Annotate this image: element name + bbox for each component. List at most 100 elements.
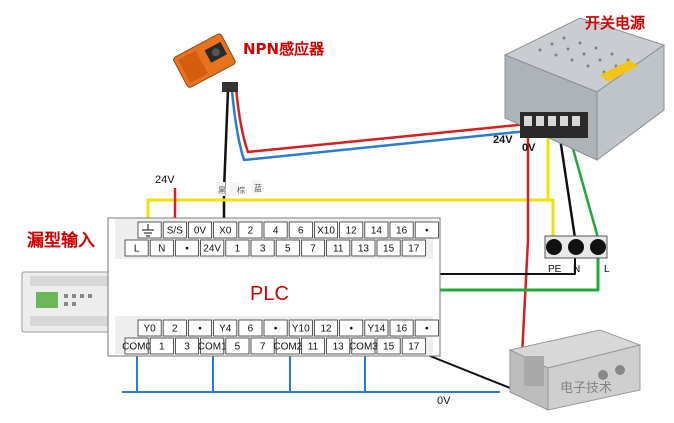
psu-0v-label: 0V xyxy=(522,142,536,154)
input-top-terminal-3 xyxy=(213,221,238,239)
input-top-terminal-10 xyxy=(389,221,414,239)
psu-black-wire xyxy=(558,137,577,239)
output-top-terminal-4 xyxy=(238,319,263,337)
leakage-input-label: 漏型输入 xyxy=(27,230,95,251)
ac-terminal-block xyxy=(544,235,608,259)
input-bottom-terminal-0 xyxy=(124,239,149,257)
input-top-terminal-1 xyxy=(162,221,187,239)
output-top-terminal-label: 12 xyxy=(320,324,332,335)
output-bottom-terminal-label: 17 xyxy=(408,342,420,353)
sensor-blue-wire xyxy=(230,89,556,162)
input-bottom-terminal-label: 3 xyxy=(260,244,266,255)
input-top-terminal-8 xyxy=(339,221,364,239)
output-bottom-terminal-label: COM0 xyxy=(122,342,151,353)
input-bottom-terminal-label: • xyxy=(185,244,189,255)
output-bottom-terminal-5 xyxy=(250,337,275,355)
v24-top-label: 24V xyxy=(155,174,175,186)
input-bottom-terminal-2 xyxy=(174,239,199,257)
output-top-terminal-5 xyxy=(263,319,288,337)
input-top-terminal-label: 6 xyxy=(298,226,304,237)
output-top-terminal-3 xyxy=(213,319,238,337)
output-top-terminal-10 xyxy=(389,319,414,337)
input-bottom-terminal-label: 13 xyxy=(358,244,370,255)
input-top-terminal-7 xyxy=(313,221,338,239)
output-bottom-terminal-label: 15 xyxy=(383,342,395,353)
output-bottom-terminal-label: COM3 xyxy=(349,342,378,353)
input-top-terminal-label: 0V xyxy=(194,226,207,237)
input-bottom-terminal-label: 15 xyxy=(383,244,395,255)
input-bottom-terminal-6 xyxy=(275,239,300,257)
plc-label: PLC xyxy=(250,283,289,305)
input-bottom-terminal-label: 17 xyxy=(408,244,420,255)
input-bottom-terminal-5 xyxy=(250,239,275,257)
plc-photo xyxy=(21,271,117,333)
input-bottom-terminal-9 xyxy=(351,239,376,257)
sensor-black-wire xyxy=(222,89,230,236)
input-top-terminal-label: S/S xyxy=(167,226,183,237)
wire-label-black: 黑 xyxy=(218,186,226,195)
output-top-terminal-label: Y14 xyxy=(368,324,386,335)
input-top-terminal-4 xyxy=(238,221,263,239)
sensor-brown-wire xyxy=(234,87,549,154)
output-top-terminal-1 xyxy=(162,319,187,337)
output-bottom-terminal-label: 13 xyxy=(333,342,345,353)
n-label: N xyxy=(573,264,580,275)
output-top-terminal-2 xyxy=(187,319,212,337)
output-top-terminal-0 xyxy=(137,319,162,337)
output-top-terminal-8 xyxy=(339,319,364,337)
input-top-terminal-label: X0 xyxy=(219,226,232,237)
watermark: 电子技术 xyxy=(560,381,612,396)
input-top-terminal-5 xyxy=(263,221,288,239)
ground-icon xyxy=(142,224,154,237)
input-top-terminal-label: 4 xyxy=(273,226,279,237)
output-bottom-terminal-6 xyxy=(275,337,300,355)
npn-sensor xyxy=(173,33,238,92)
output-top-terminal-label: • xyxy=(198,324,202,335)
output-bottom-terminal-8 xyxy=(326,337,351,355)
output-top-terminal-label: 6 xyxy=(248,324,254,335)
output-top-terminal-label: • xyxy=(274,324,278,335)
output-bottom-terminal-label: 11 xyxy=(308,342,319,353)
input-bottom-terminal-label: 1 xyxy=(235,244,241,255)
input-bottom-terminal-11 xyxy=(401,239,426,257)
output-bottom-terminal-2 xyxy=(174,337,199,355)
output-bottom-terminal-label: 3 xyxy=(184,342,190,353)
output-top-terminal-11 xyxy=(414,319,439,337)
input-bottom-terminal-label: 7 xyxy=(310,244,316,255)
output-bottom-terminal-1 xyxy=(149,337,174,355)
solenoid-valve xyxy=(508,329,642,411)
input-bottom-terminal-4 xyxy=(225,239,250,257)
input-top-terminal-11 xyxy=(414,221,439,239)
input-top-terminal-label: 12 xyxy=(346,226,358,237)
input-top-terminal-9 xyxy=(364,221,389,239)
input-top-terminal-label: 16 xyxy=(396,226,408,237)
input-bottom-terminal-7 xyxy=(300,239,325,257)
output-bottom-terminal-label: 1 xyxy=(159,342,165,353)
output-bottom-terminal-9 xyxy=(351,337,376,355)
input-top-terminal-2 xyxy=(187,221,212,239)
power-supply-label: 开关电源 xyxy=(585,14,645,32)
output-top-terminal-label: • xyxy=(349,324,353,335)
input-top-terminal-6 xyxy=(288,221,313,239)
wire-label-brown: 棕 xyxy=(237,185,245,195)
wire-color-labels: 黑 棕 蓝 xyxy=(216,180,262,196)
input-top-terminal-label: • xyxy=(425,226,429,237)
input-bottom-terminal-label: L xyxy=(134,244,140,255)
terminal-n xyxy=(568,239,584,255)
terminal-l xyxy=(590,239,606,255)
input-top-terminal-label: X10 xyxy=(317,226,335,237)
input-bottom-terminal-8 xyxy=(326,239,351,257)
sensor-label: NPN感应器 xyxy=(243,40,325,58)
wire-label-blue: 蓝 xyxy=(254,183,262,193)
terminal-pe xyxy=(546,239,562,255)
output-bottom-terminal-label: 5 xyxy=(235,342,241,353)
input-bottom-terminal-label: 11 xyxy=(333,244,344,255)
output-bottom-terminal-10 xyxy=(376,337,401,355)
output-bottom-terminal-label: COM1 xyxy=(198,342,227,353)
input-bottom-terminal-label: N xyxy=(158,244,165,255)
